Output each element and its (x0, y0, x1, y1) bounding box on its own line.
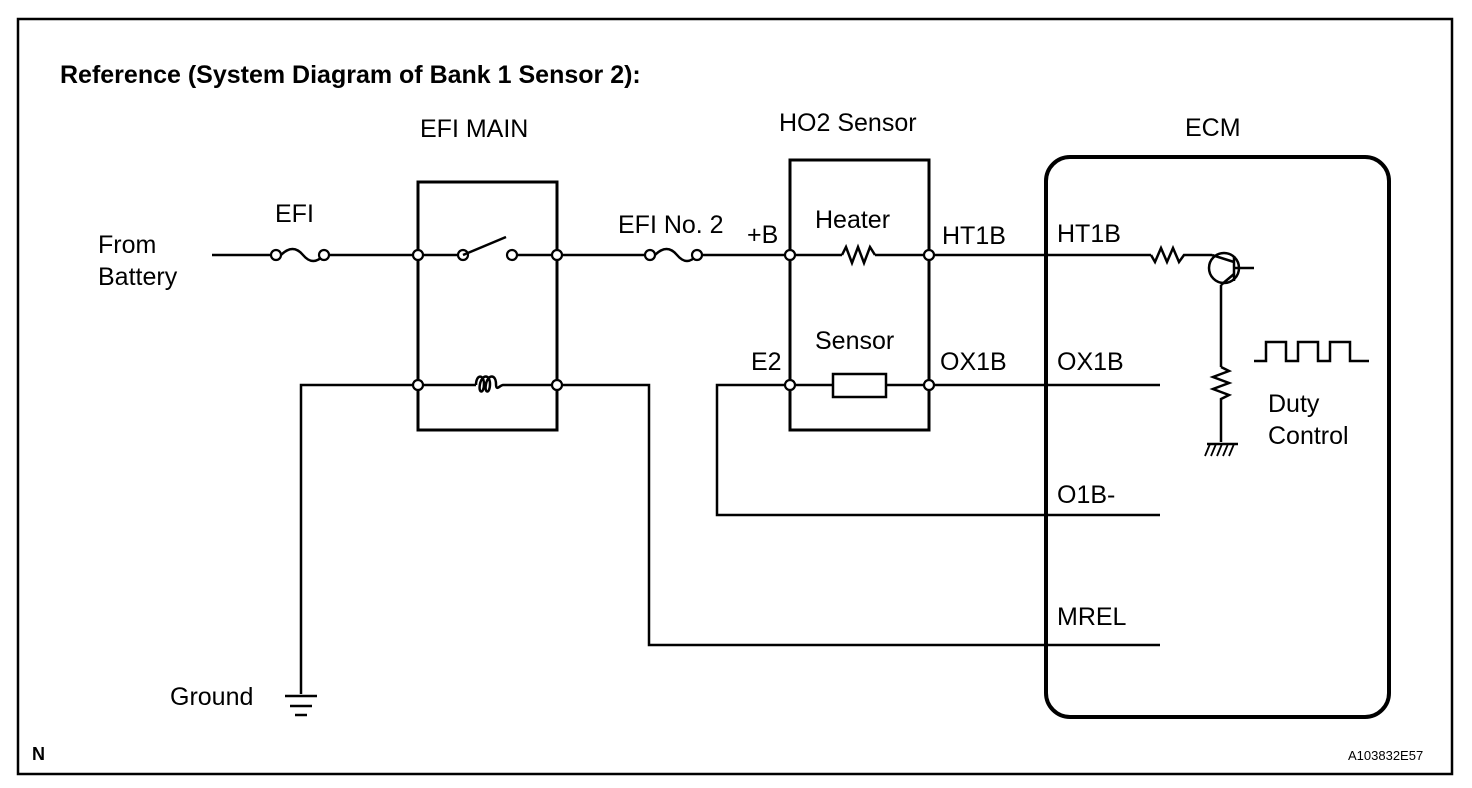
mrel-label: MREL (1057, 603, 1127, 631)
ho2-sensor-label: HO2 Sensor (779, 109, 917, 137)
ox1b-ecm-label: OX1B (1057, 348, 1124, 376)
sensor-element (831, 372, 888, 399)
relay-node (411, 378, 425, 392)
square-wave-icon (1254, 340, 1369, 363)
corner-mark: N (32, 744, 45, 764)
o1b-wire (715, 383, 1160, 517)
ecm-label: ECM (1185, 114, 1241, 142)
sensor-node (922, 378, 936, 392)
ho2-sensor-box (788, 158, 931, 432)
efi-fuse-label: EFI (275, 200, 314, 228)
fuse-icon (643, 247, 704, 263)
resistor-icon (840, 243, 877, 267)
relay-coil-icon (474, 375, 504, 393)
ground-wire (299, 383, 413, 694)
from-battery-label-2: Battery (98, 263, 178, 291)
duty-control-label-2: Control (1268, 422, 1349, 450)
relay-switch-icon (456, 235, 519, 262)
ox1b-sensor-label: OX1B (940, 348, 1007, 376)
ground-label: Ground (170, 683, 253, 711)
sensor-node (922, 248, 936, 262)
resistor-icon (1149, 244, 1212, 266)
sensor-node (783, 248, 797, 262)
from-battery-label: From (98, 231, 156, 259)
efi-main-label: EFI MAIN (420, 115, 528, 143)
relay-node (550, 248, 564, 262)
duty-control-label: Duty (1268, 390, 1320, 418)
ht1b-ecm-label: HT1B (1057, 220, 1121, 248)
mrel-wire (562, 383, 1160, 647)
ecm-box (1044, 155, 1391, 719)
ground-icon (1204, 442, 1238, 457)
efi-no2-label: EFI No. 2 (618, 211, 724, 239)
o1b-minus-label: O1B- (1057, 481, 1115, 509)
heater-label: Heater (815, 206, 890, 234)
diagram-title: Reference (System Diagram of Bank 1 Sens… (60, 61, 641, 89)
ground-icon (285, 694, 317, 717)
plus-b-label: +B (747, 221, 778, 249)
resistor-icon (1209, 365, 1233, 442)
sensor-node (783, 378, 797, 392)
sensor-label: Sensor (815, 327, 894, 355)
relay-node (550, 378, 564, 392)
figure-id: A103832E57 (1348, 748, 1423, 763)
diagram-frame (16, 17, 1454, 776)
fuse-icon (269, 247, 331, 263)
efi-main-relay-box (416, 180, 559, 432)
transistor-icon (1207, 251, 1254, 286)
ht1b-sensor-label: HT1B (942, 222, 1006, 250)
relay-node (411, 248, 425, 262)
e2-label: E2 (751, 348, 782, 376)
